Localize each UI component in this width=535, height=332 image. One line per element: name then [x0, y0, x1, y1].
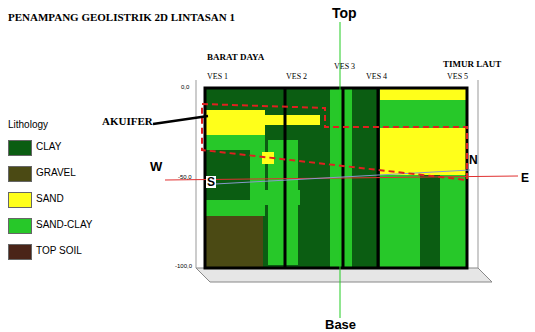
axis-label: E [521, 172, 529, 184]
axis-label: N [469, 154, 478, 166]
axis-label: Top [332, 6, 357, 20]
depth-label: 0,0 [181, 84, 189, 90]
aquifer-outline [202, 104, 467, 180]
box-edge [478, 80, 479, 268]
legend-swatch [8, 192, 32, 208]
legend-swatch [8, 166, 32, 182]
axis-label: S [206, 176, 216, 188]
depth-label: -100,0 [175, 263, 192, 269]
ves-label: VES 4 [366, 73, 387, 81]
sand-zone [380, 128, 467, 175]
legend-swatch [8, 244, 32, 260]
legend-swatch [8, 140, 32, 156]
legend-heading: Lithology [8, 120, 48, 130]
base-plane [196, 268, 492, 282]
aquifer-label: AKUIFER [102, 116, 153, 127]
depth-label: -50,0 [178, 174, 192, 180]
ves-label: VES 2 [286, 73, 307, 81]
ves-label: VES 3 [334, 63, 355, 71]
axis-label: W [150, 160, 162, 173]
ves-label: VES 5 [447, 73, 468, 81]
direction-label: TIMUR LAUT [443, 60, 501, 69]
axis-label: Base [325, 318, 356, 331]
sand-clay-zone [255, 190, 300, 205]
title: PENAMPANG GEOLISTRIK 2D LINTASAN 1 [8, 12, 235, 23]
sand-clay-zone [205, 135, 265, 150]
sand-clay-zone [440, 175, 467, 268]
sand-zone [205, 110, 265, 135]
legend-text: TOP SOIL [36, 246, 82, 256]
leader-line [153, 116, 208, 124]
sand-zone [380, 88, 467, 100]
legend-text: SAND [36, 194, 64, 204]
sand-clay-zone [380, 175, 420, 268]
direction-label: BARAT DAYA [207, 53, 264, 62]
ves-label: VES 1 [207, 73, 228, 81]
sand-zone [265, 115, 320, 125]
legend-text: GRAVEL [36, 168, 76, 178]
legend-swatch [8, 218, 32, 234]
legend-text: SAND-CLAY [36, 220, 93, 230]
box-edge [196, 80, 197, 268]
gravel-zone [205, 216, 263, 268]
ves-line [284, 88, 287, 268]
sand-clay-zone [380, 100, 467, 128]
legend-text: CLAY [36, 142, 61, 152]
